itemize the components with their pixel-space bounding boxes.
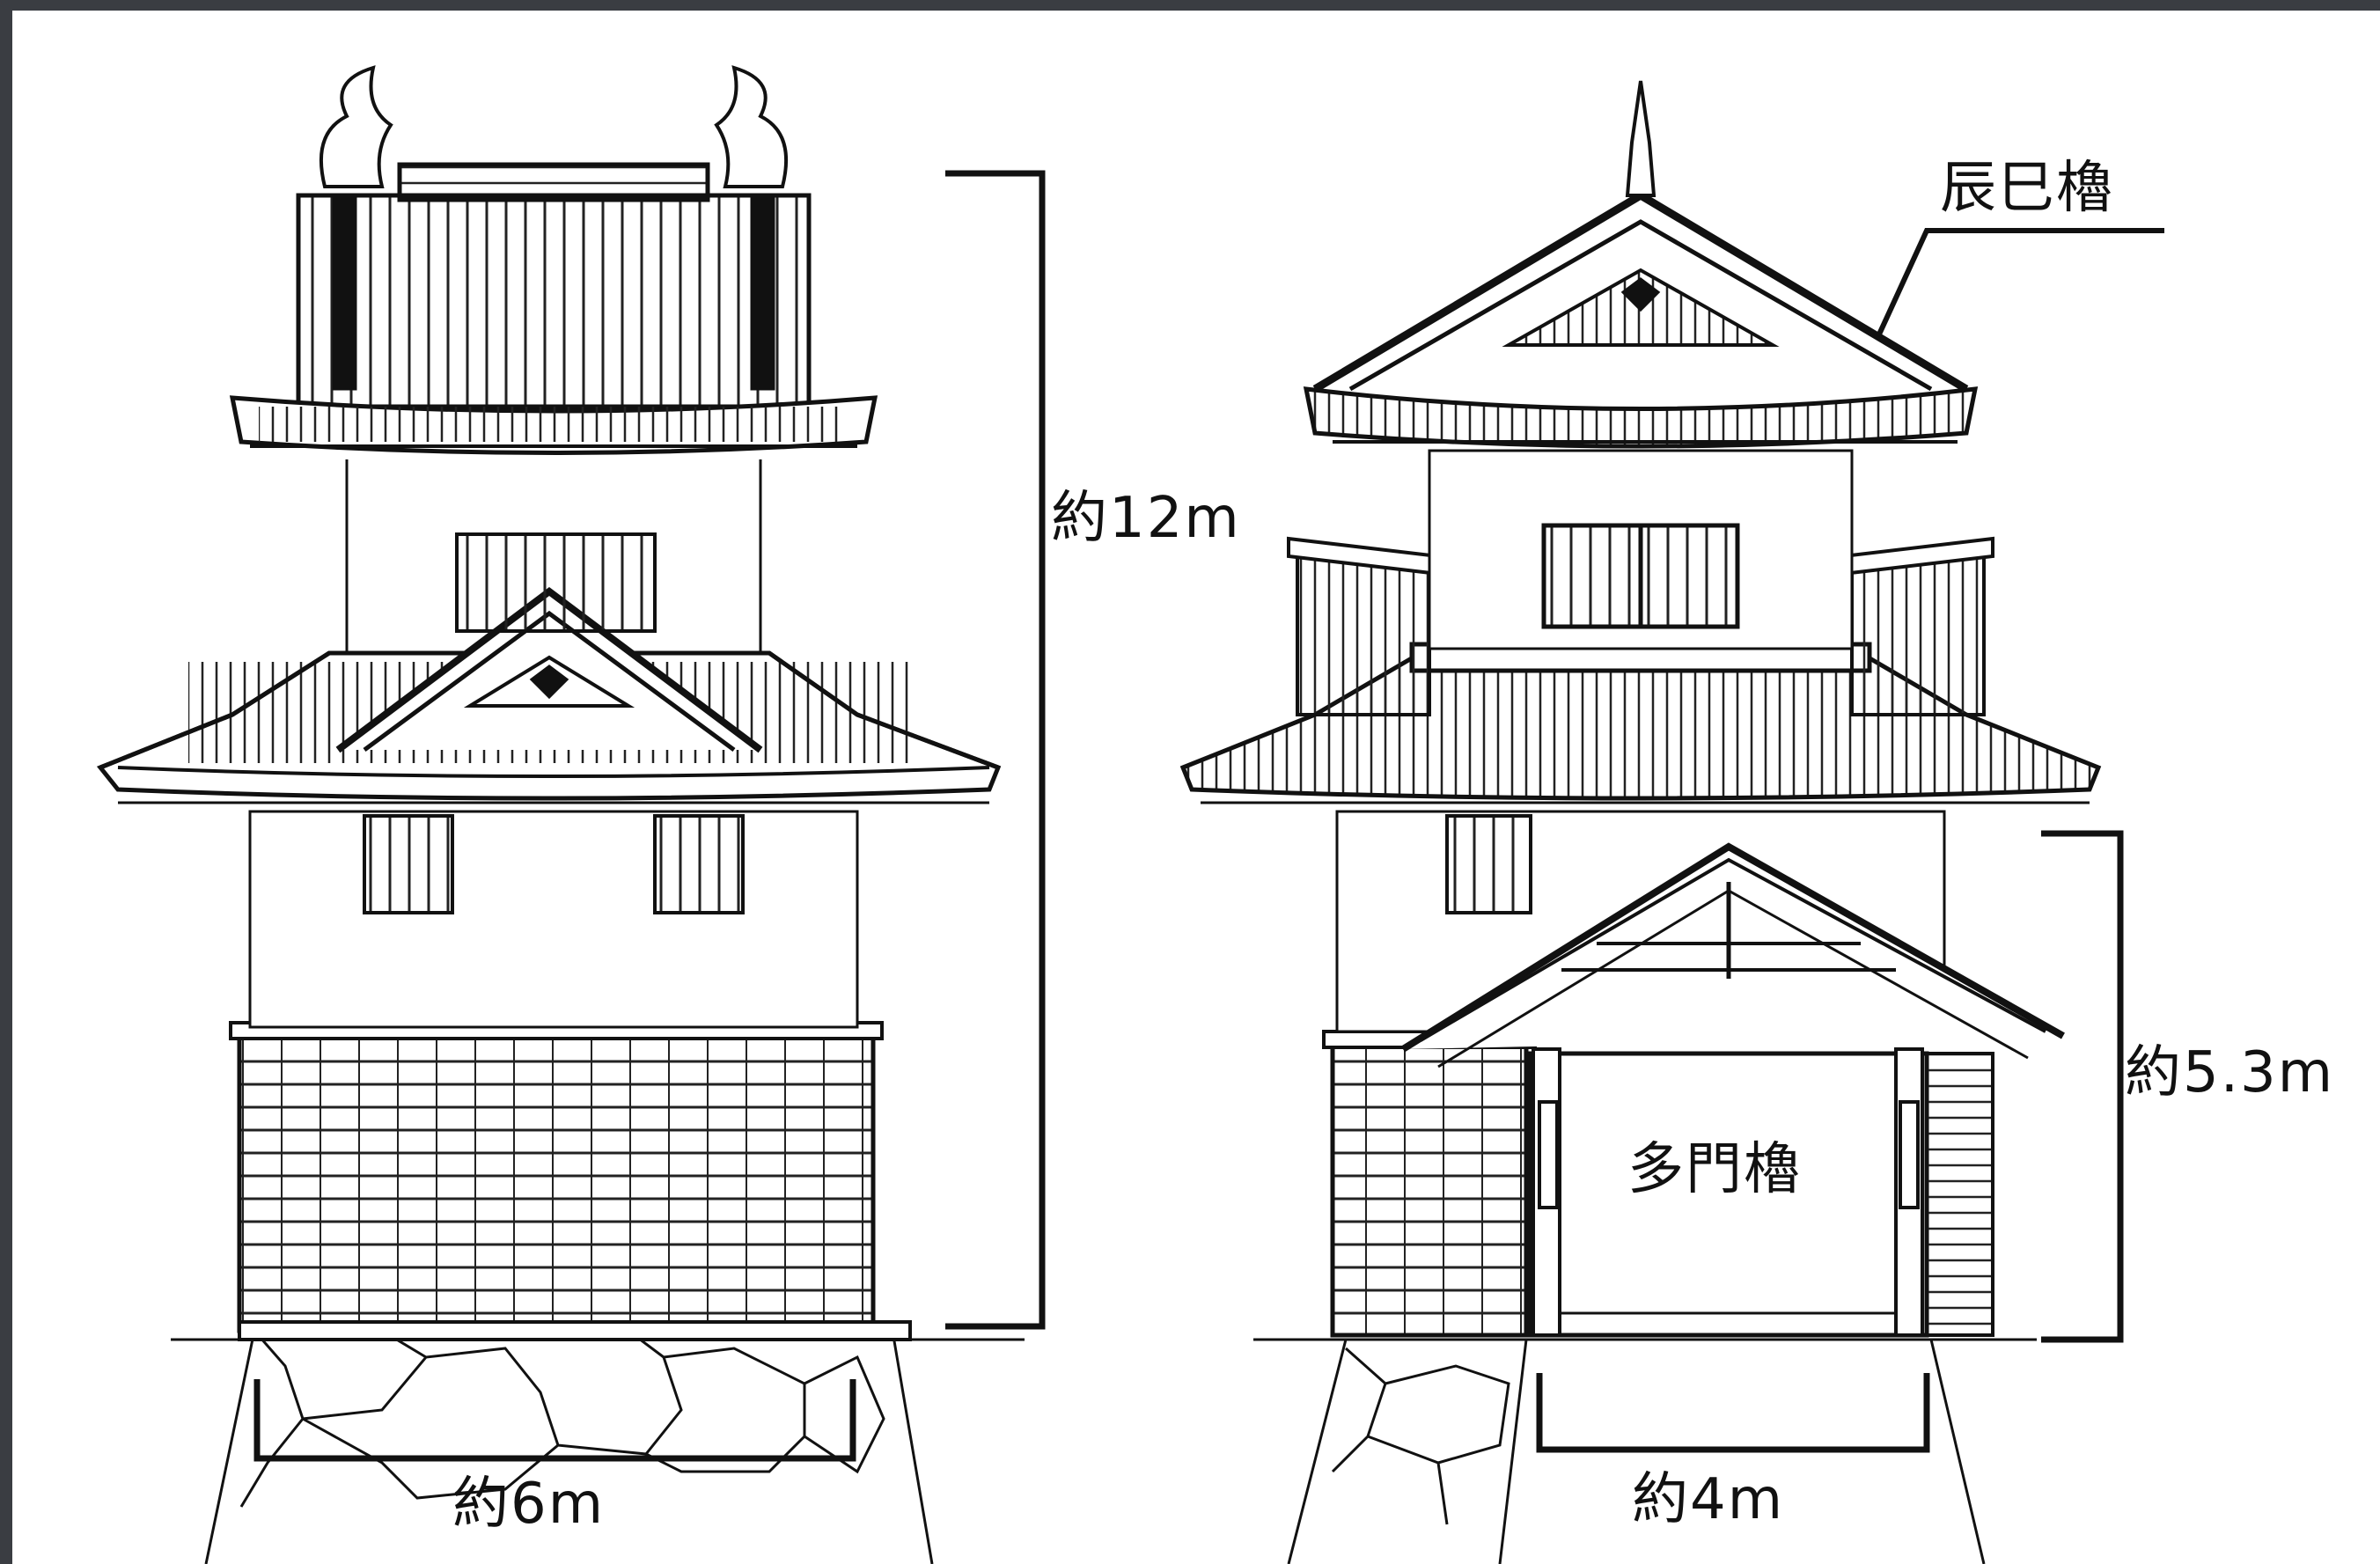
left-width-label: 約6m <box>452 1472 606 1537</box>
right-width-bracket <box>1536 1373 1930 1453</box>
right-tower <box>1179 80 2102 1564</box>
left-stone-base <box>204 1329 934 1564</box>
left-height-bracket <box>945 170 1046 1330</box>
right-height-bracket <box>2041 830 2124 1343</box>
left-height-label: 約12m <box>1051 486 1241 551</box>
left-tower <box>96 65 1025 1564</box>
tamon-yagura-label: 多門櫓 <box>1627 1137 1802 1202</box>
elevation-drawing-frame: 約12m 約6m 辰巳櫓 約5.3m 多門櫓 約4m <box>12 11 2380 1564</box>
right-height-label: 約5.3m <box>2125 1040 2335 1105</box>
left-width-bracket <box>253 1379 856 1462</box>
right-width-label: 約4m <box>1632 1467 1785 1532</box>
tatsumi-yagura-label: 辰巳櫓 <box>1940 156 2114 221</box>
castle-elevation-drawing <box>96 65 2164 1564</box>
tatsumi-leader-line <box>1876 228 2164 338</box>
